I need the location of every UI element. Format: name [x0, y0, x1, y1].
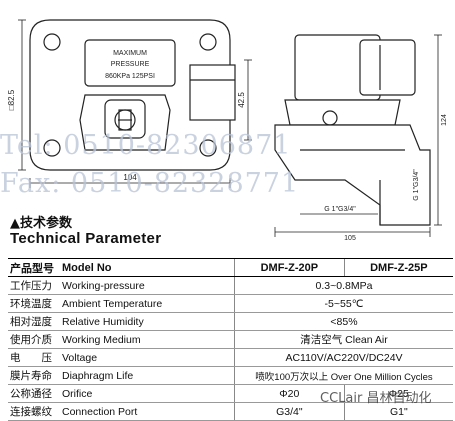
table-row: 电 压 Voltage AC110V/AC220V/DC24V: [8, 348, 453, 367]
dim-height: □82.5: [7, 89, 16, 110]
row-label-cn: 工作压力: [8, 276, 60, 295]
row-label-cn: 公称通径: [8, 384, 60, 403]
row-label-cn: 相对湿度: [8, 312, 60, 331]
row-value: 喷吹100万次以上 Over One Million Cycles: [234, 366, 453, 385]
watermark-fax: Fax: 0510-82328771: [0, 168, 300, 199]
dim-side-height: 124: [441, 114, 448, 126]
row-label-cn: 电 压: [8, 348, 60, 367]
row-label-en: Connection Port: [60, 402, 235, 421]
row-label-cn: 膜片寿命: [8, 366, 60, 385]
row-label-cn: 环境温度: [8, 294, 60, 313]
watermark-tel: Tel: 0510-82306871: [0, 130, 292, 161]
row-label-cn: 使用介质: [8, 330, 60, 349]
row-label-en: Working Medium: [60, 330, 235, 349]
section-title-en: Technical Parameter: [10, 230, 162, 247]
row-label-en: Voltage: [60, 348, 235, 367]
dim-mid: 42.5: [237, 92, 246, 108]
front-view: [18, 19, 252, 188]
plate-text-3: 860KPa 125PSI: [105, 73, 155, 80]
header-model-2: DMF-Z-25P: [343, 258, 453, 277]
thread-outlet: G 1"G3/4": [324, 206, 356, 213]
header-label-cn: 产品型号: [8, 258, 60, 277]
plate-text-1: MAXIMUM: [113, 50, 147, 57]
section-title-cn: ▲技术参数: [10, 216, 72, 231]
table-row: 使用介质 Working Medium 清洁空气 Clean Air: [8, 330, 453, 349]
dim-width: 104: [123, 173, 137, 182]
row-value-1: G3/4": [234, 402, 345, 421]
table-row: 环境温度 Ambient Temperature -5~55℃: [8, 294, 453, 313]
row-value-2: G1": [343, 402, 453, 421]
row-value: 清洁空气 Clean Air: [234, 330, 453, 349]
dim-side-width: 105: [344, 235, 356, 240]
side-view: [274, 34, 442, 237]
row-label-en: Ambient Temperature: [60, 294, 235, 313]
table-row: 工作压力 Working-pressure 0.3~0.8MPa: [8, 276, 453, 295]
row-value-2: Φ25: [343, 384, 453, 403]
table-row: 膜片寿命 Diaphragm Life 喷吹100万次以上 Over One M…: [8, 366, 453, 385]
table-header-row: 产品型号 Model No DMF-Z-20P DMF-Z-25P: [8, 258, 453, 277]
row-value-1: Φ20: [234, 384, 345, 403]
table-row: 公称通径 Orifice Φ20 Φ25: [8, 384, 453, 403]
row-label-cn: 连接螺纹: [8, 402, 60, 421]
thread-inlet: G 1"G3/4": [413, 169, 420, 201]
row-label-en: Orifice: [60, 384, 235, 403]
technical-drawing: MAXIMUM PRESSURE 860KPa 125PSI □82.5 42.…: [7, 19, 448, 240]
table-row: 相对湿度 Relative Humidity <85%: [8, 312, 453, 331]
row-value: 0.3~0.8MPa: [234, 276, 453, 295]
plate-text-2: PRESSURE: [111, 61, 150, 68]
row-label-en: Relative Humidity: [60, 312, 235, 331]
row-value: AC110V/AC220V/DC24V: [234, 348, 453, 367]
row-label-en: Diaphragm Life: [60, 366, 235, 385]
row-label-en: Working-pressure: [60, 276, 235, 295]
brand-watermark: CCLair 昌林自动化: [320, 391, 432, 406]
row-value: -5~55℃: [234, 294, 453, 313]
row-value: <85%: [234, 312, 453, 331]
header-label-en: Model No: [60, 258, 235, 277]
header-model-1: DMF-Z-20P: [234, 258, 345, 277]
